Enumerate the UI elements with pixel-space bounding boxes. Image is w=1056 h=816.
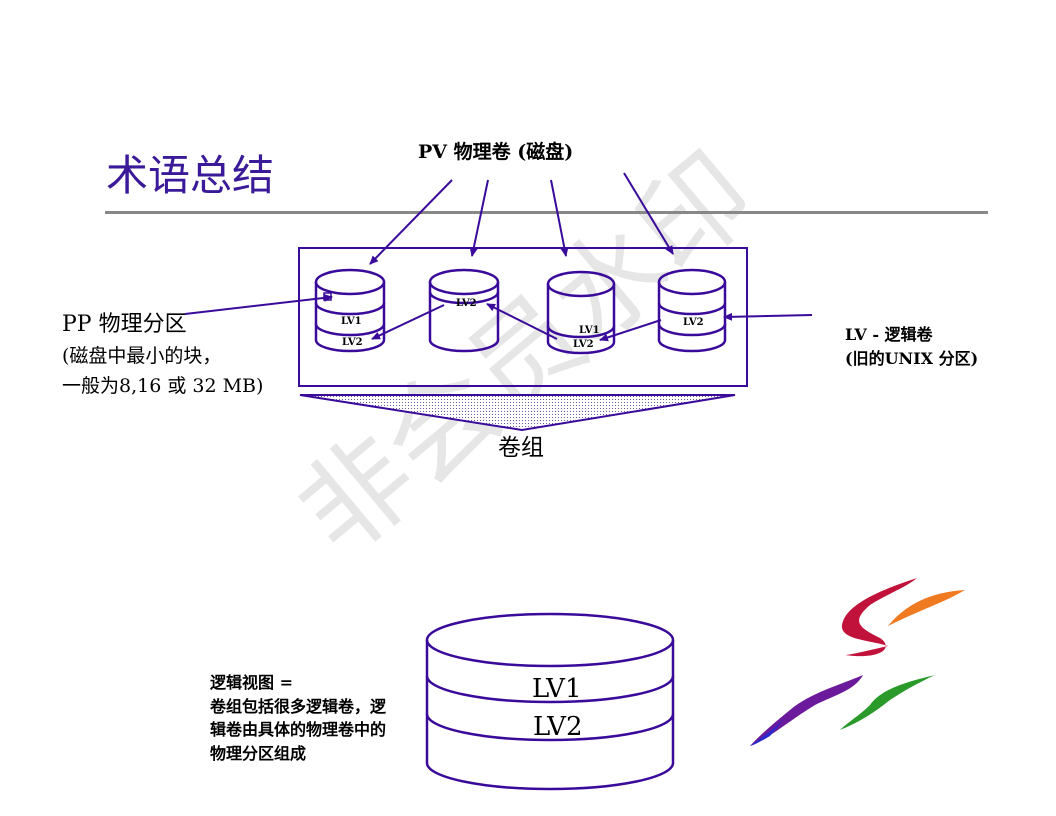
svg-text:LV1: LV1 <box>532 674 582 704</box>
pp-label-line2: (磁盘中最小的块， <box>62 345 221 367</box>
lv-arrows <box>184 293 813 342</box>
svg-text:LV1: LV1 <box>341 316 362 327</box>
svg-text:LV1: LV1 <box>579 325 600 336</box>
svg-text:辑卷由具体的物理卷中的: 辑卷由具体的物理卷中的 <box>210 720 386 739</box>
logical-view-disk: LV1 LV2 <box>425 612 675 791</box>
svg-text:LV2: LV2 <box>683 317 704 328</box>
disk-4: LV2 <box>657 268 727 353</box>
watermark: 非会员水印 <box>274 128 778 580</box>
logical-view-text: 逻辑视图 = 卷组包括很多逻辑卷，逻 辑卷由具体的物理卷中的 物理分区组成 <box>209 673 387 763</box>
svg-text:LV2: LV2 <box>456 298 477 309</box>
svg-text:卷组包括很多逻辑卷，逻: 卷组包括很多逻辑卷，逻 <box>209 697 387 716</box>
volume-group-funnel <box>299 394 736 432</box>
svg-text:物理分区组成: 物理分区组成 <box>210 744 306 763</box>
pv-label: PV 物理卷 (磁盘) <box>418 140 573 163</box>
lv-label-line1: LV - 逻辑卷 <box>845 325 934 344</box>
logo-swoosh <box>750 578 965 746</box>
page-title: 术语总结 <box>106 151 274 200</box>
svg-text:LV2: LV2 <box>573 339 594 350</box>
pp-label-line3: 一般为8,16 或 32 MB) <box>62 375 263 397</box>
svg-text:LV2: LV2 <box>533 712 583 742</box>
title-rule <box>105 211 988 214</box>
svg-text:逻辑视图 =: 逻辑视图 = <box>210 673 293 692</box>
pv-arrows <box>369 172 674 265</box>
disk-3: LV1 LV2 <box>546 270 616 355</box>
volume-group-label: 卷组 <box>498 435 544 461</box>
lv-label-line2: (旧的UNIX 分区) <box>845 349 978 368</box>
svg-text:LV2: LV2 <box>342 337 363 348</box>
disk-2: LV2 <box>428 268 500 353</box>
pp-label-line1: PP 物理分区 <box>62 312 187 337</box>
